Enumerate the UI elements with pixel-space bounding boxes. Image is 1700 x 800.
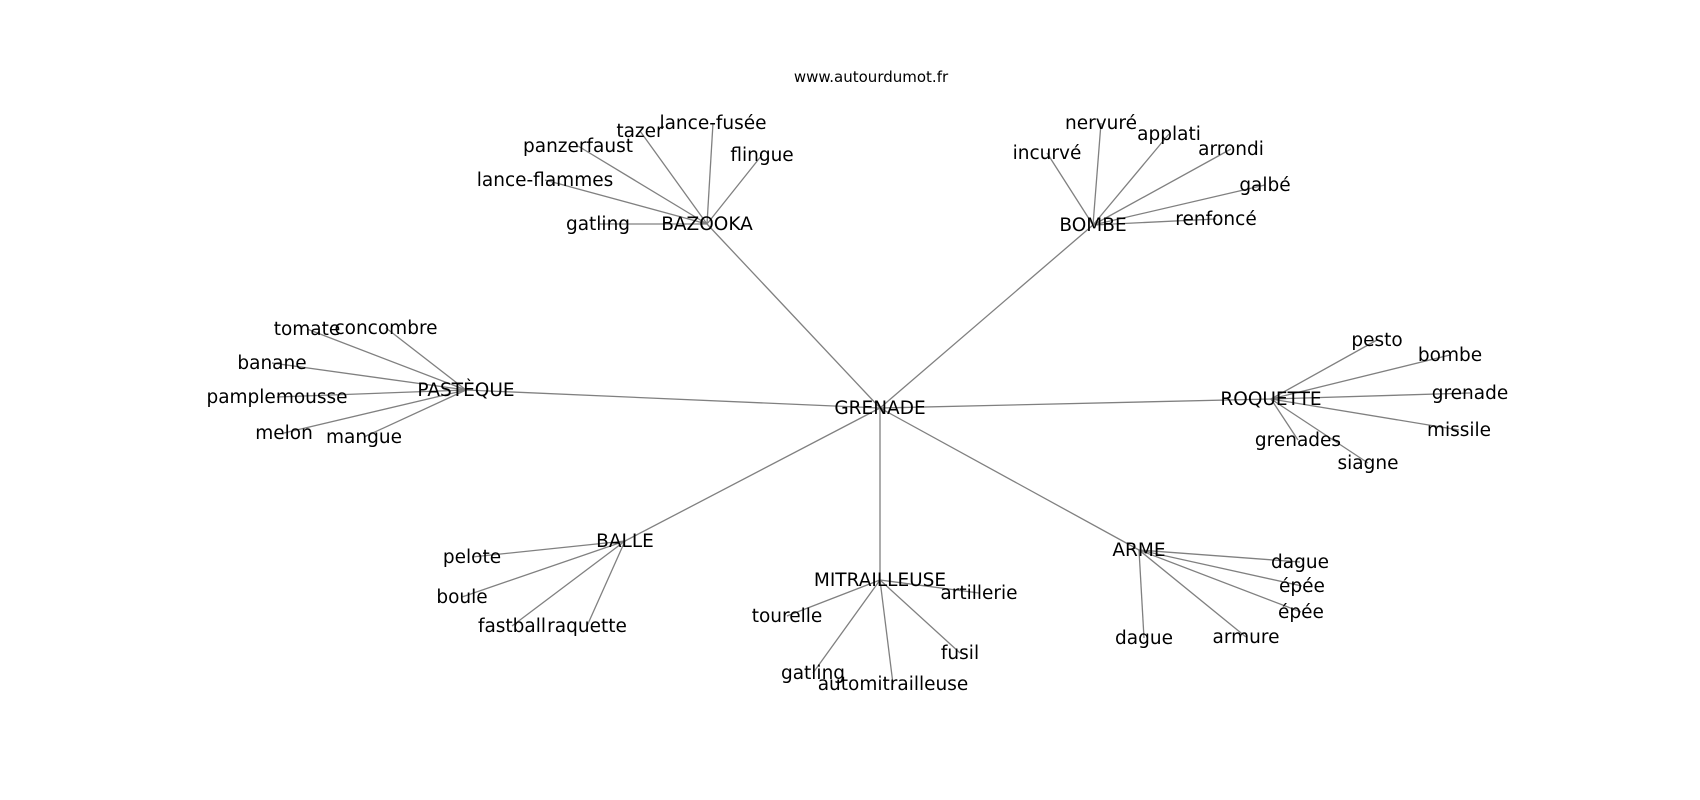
edge-group-0-child-2 [577,145,708,225]
edge-group-6-child-0 [1138,549,1301,563]
leaf-label: artillerie [940,583,1017,604]
leaf-label: lance-flammes [477,170,613,191]
leaf-label: fusil [941,643,979,664]
edge-group-3-child-3 [1270,398,1460,431]
edge-group-1-child-2 [1092,133,1170,226]
group-node-label: ROQUETTE [1220,389,1321,410]
leaf-label: gatling [781,663,845,684]
leaf-label: tourelle [752,606,823,627]
leaf-label: renfoncé [1175,209,1256,230]
leaf-label: galbé [1239,175,1290,196]
leaf-label: tomate [274,319,341,340]
edge-group-2-child-0 [306,328,467,391]
leaf-label: grenade [1432,383,1509,404]
group-node-label: BAZOOKA [661,214,753,235]
leaf-label: dague [1271,552,1329,573]
leaf-label: lance-fusée [659,113,766,134]
edge-group-3-child-5 [1270,398,1369,464]
edge-group-2-child-1 [385,327,467,391]
edge-group-6-child-1 [1138,549,1303,587]
leaf-label: armure [1213,627,1280,648]
edge-group-6-child-3 [1138,549,1145,639]
edge-root-1 [879,224,1094,409]
group-node-label: MITRAILLEUSE [814,570,946,591]
edge-group-0-child-1 [544,179,708,225]
edge-group-0-child-4 [706,122,714,225]
leaf-label: pesto [1351,330,1402,351]
root-node-label: GRENADE [834,398,925,419]
edge-root-2 [465,389,881,409]
edge-layer [271,122,1471,685]
edge-group-3-child-4 [1270,398,1299,441]
leaf-label: automitrailleuse [818,674,969,695]
edge-root-4 [624,407,881,542]
edge-group-3-child-1 [1270,354,1451,400]
leaf-label: applati [1137,124,1201,145]
leaf-label: flingue [730,145,793,166]
leaf-label: mangue [326,427,402,448]
leaf-label: dague [1115,628,1173,649]
edge-group-4-child-0 [471,540,626,558]
group-node-label: PASTÈQUE [417,379,514,401]
edge-group-2-child-4 [283,389,467,434]
edge-group-2-child-2 [271,362,467,391]
edge-group-0-child-5 [706,154,763,225]
leaf-label: nervuré [1065,113,1137,134]
leaf-label: épée [1278,602,1324,623]
leaf-label: raquette [547,616,627,637]
edge-group-5-child-4 [879,579,961,654]
leaf-label: missile [1427,420,1491,441]
leaf-label: fastball [478,616,546,637]
watermark-text: www.autourdumot.fr [794,68,949,86]
edge-group-2-child-5 [363,389,467,438]
leaf-label: melon [255,423,313,444]
edge-root-3 [879,398,1272,409]
edge-group-4-child-1 [461,540,626,598]
edge-group-5-child-2 [812,579,881,674]
edge-group-1-child-5 [1092,218,1217,226]
leaf-label: boule [436,587,487,608]
group-node-label: BALLE [596,531,654,552]
leaf-label: grenades [1255,430,1341,451]
group-node-label: BOMBE [1059,215,1126,236]
group-node-label: ARME [1112,540,1165,561]
edge-group-2-child-3 [276,389,467,398]
leaf-label: gatling [566,214,630,235]
edge-group-5-child-3 [879,579,894,685]
leaf-label: pamplemousse [206,387,347,408]
edge-group-1-child-4 [1092,184,1266,226]
edge-group-1-child-0 [1046,152,1094,226]
edge-group-0-child-3 [639,130,708,225]
leaf-label: tazer [616,121,664,142]
leaf-label: banane [237,353,306,374]
edge-group-5-child-1 [879,579,980,594]
leaf-label: concombre [334,318,437,339]
edge-group-6-child-4 [1138,549,1247,638]
leaf-label: siagne [1338,453,1399,474]
edge-group-3-child-2 [1270,392,1471,400]
leaf-label: bombe [1418,345,1482,366]
edge-group-5-child-0 [786,579,881,617]
leaf-label: arrondi [1198,139,1264,160]
leaf-label: épée [1279,576,1325,597]
edge-group-6-child-2 [1138,549,1302,613]
edge-group-1-child-1 [1092,122,1102,226]
edge-group-4-child-3 [586,540,626,627]
leaf-label: pelote [443,547,501,568]
leaf-label: panzerfaust [523,136,633,157]
edge-group-1-child-3 [1092,148,1232,226]
edge-root-0 [706,223,881,409]
edge-group-3-child-0 [1270,339,1378,400]
leaf-label: incurvé [1013,143,1082,164]
label-layer: gatling lance-flammes panzerfausttazerlanc… [206,113,1508,695]
edge-group-4-child-2 [511,540,626,627]
edge-root-6 [879,407,1140,551]
